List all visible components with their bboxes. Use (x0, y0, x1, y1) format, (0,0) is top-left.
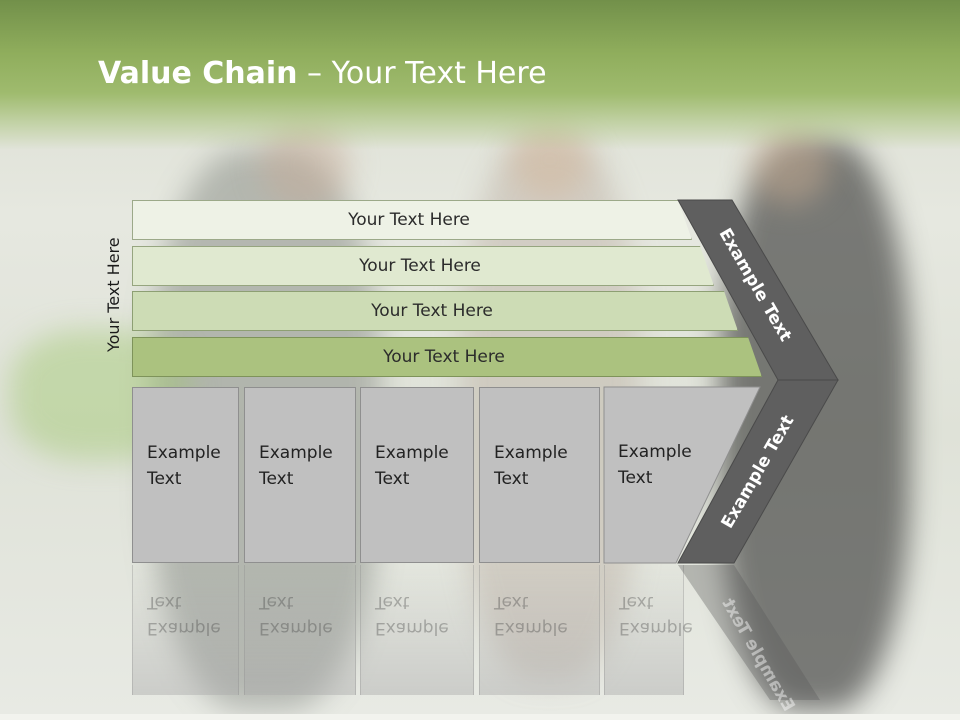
chevron-lower (677, 379, 839, 564)
box-1-line1: Example (147, 443, 221, 463)
bar-1-label: Your Text Here (348, 210, 470, 230)
chevron-reflection (678, 565, 820, 700)
box-2-line2: Text (259, 469, 294, 489)
title-banner (0, 0, 960, 150)
box-3-line2: Text (375, 469, 410, 489)
bar-2: Your Text Here (132, 246, 714, 286)
box-2-line1: Example (259, 443, 333, 463)
bar-4: Your Text Here (132, 337, 762, 377)
bar-4-label: Your Text Here (383, 347, 505, 367)
bar-3: Your Text Here (132, 291, 738, 331)
bar-3-label: Your Text Here (371, 301, 493, 321)
slide-title: Value Chain – Your Text Here (98, 56, 547, 91)
title-rest: – Your Text Here (297, 56, 547, 91)
box-3-line1: Example (375, 443, 449, 463)
bar-2-label: Your Text Here (359, 256, 481, 276)
activity-box-5 (603, 386, 761, 564)
box-4-line2: Text (494, 469, 529, 489)
title-bold: Value Chain (98, 56, 298, 91)
bar-1: Your Text Here (132, 200, 692, 240)
bottom-strip (0, 714, 960, 720)
box-4-line1: Example (494, 443, 568, 463)
box-1-line2: Text (147, 469, 182, 489)
